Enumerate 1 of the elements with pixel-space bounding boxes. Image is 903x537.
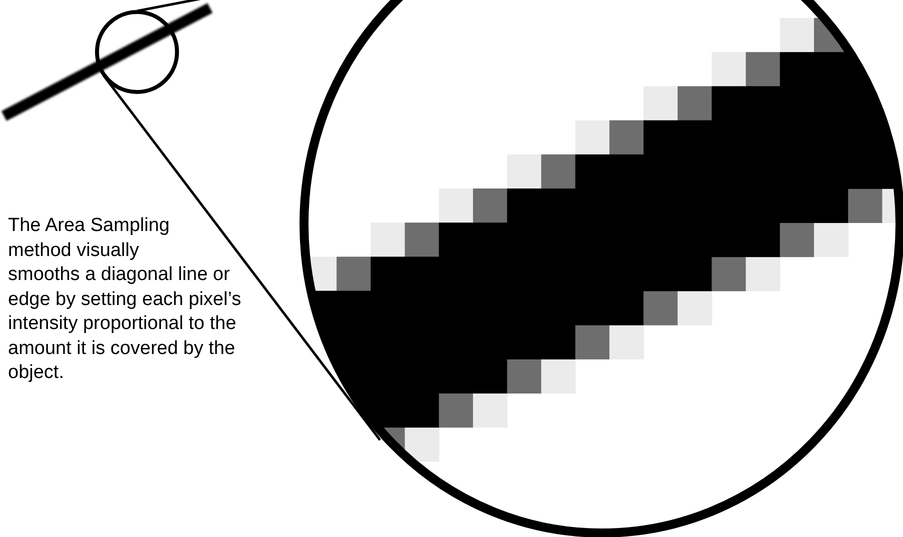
description-text: The Area Sampling method visually smooths a diagonal line or edge by setting each pixel’s intensity proportional to the amount it is covered by the object. — [8, 214, 242, 385]
